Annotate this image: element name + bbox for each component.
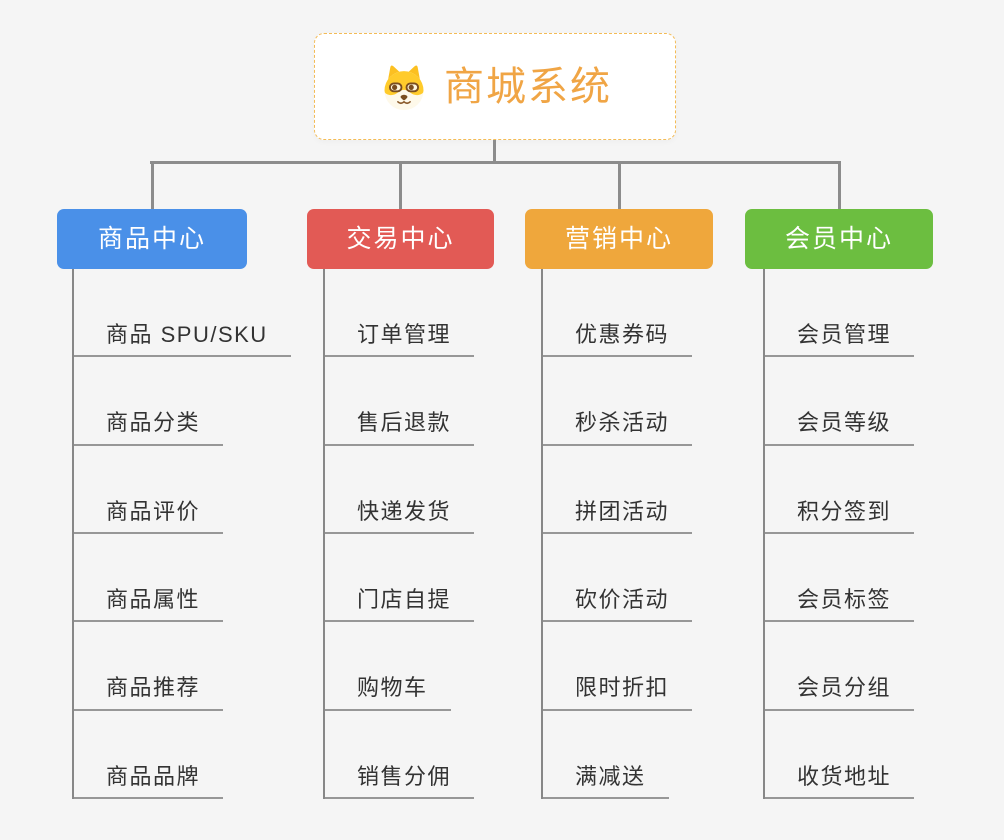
leaf-row: 商品品牌	[74, 711, 312, 799]
branch-label: 交易中心	[346, 224, 455, 253]
leaf-row: 门店自提	[325, 534, 563, 623]
leaf-row: 售后退款	[325, 357, 563, 446]
branch-rail-line	[150, 161, 840, 164]
leaf-node[interactable]: 会员管理	[765, 322, 915, 358]
branch-node[interactable]: 交易中心	[307, 209, 494, 269]
leaf-row: 秒杀活动	[543, 357, 781, 446]
branch-label: 营销中心	[564, 224, 673, 253]
leaf-row: 优惠券码	[543, 269, 781, 358]
leaf-row: 销售分佣	[325, 711, 563, 799]
leaf-row: 满减送	[543, 711, 781, 799]
leaf-row: 砍价活动	[543, 534, 781, 623]
leaf-row: 快递发货	[325, 446, 563, 534]
leaf-node[interactable]: 优惠券码	[543, 322, 693, 358]
leaf-column: 商品 SPU/SKU 商品分类商品评价商品属性商品推荐商品品牌	[72, 269, 312, 799]
branch-node[interactable]: 商品中心	[57, 209, 247, 269]
leaf-row: 会员等级	[765, 357, 1003, 446]
leaf-node[interactable]: 商品评价	[74, 499, 224, 534]
leaf-node[interactable]: 会员标签	[765, 587, 915, 623]
branch-label: 商品中心	[97, 224, 206, 253]
leaf-node[interactable]: 订单管理	[325, 322, 475, 358]
leaf-row: 限时折扣	[543, 622, 781, 711]
leaf-node[interactable]: 购物车	[325, 675, 451, 711]
branch-node[interactable]: 会员中心	[745, 209, 933, 269]
leaf-node[interactable]: 积分签到	[765, 499, 915, 534]
branch-drop-line	[617, 161, 621, 210]
leaf-node[interactable]: 会员分组	[765, 675, 915, 711]
leaf-row: 商品推荐	[74, 622, 312, 711]
shiba-dog-icon	[384, 65, 424, 110]
leaf-column: 会员管理会员等级积分签到会员标签会员分组收货地址	[763, 269, 1003, 799]
leaf-row: 拼团活动	[543, 446, 781, 534]
leaf-node[interactable]: 门店自提	[325, 587, 475, 623]
root-stem-line	[493, 140, 496, 163]
leaf-row: 积分签到	[765, 446, 1003, 534]
root-node[interactable]: 商城系统	[314, 33, 676, 140]
leaf-row: 会员管理	[765, 269, 1003, 358]
leaf-row: 购物车	[325, 622, 563, 711]
leaf-node[interactable]: 砍价活动	[543, 587, 693, 623]
leaf-node[interactable]: 商品属性	[74, 587, 224, 623]
leaf-node[interactable]: 秒杀活动	[543, 410, 693, 446]
branch-drop-line	[399, 161, 402, 210]
leaf-node[interactable]: 商品品牌	[74, 764, 224, 799]
root-title: 商城系统	[444, 64, 612, 109]
leaf-node[interactable]: 满减送	[543, 764, 669, 799]
leaf-row: 收货地址	[765, 711, 1003, 799]
leaf-node[interactable]: 销售分佣	[325, 764, 475, 799]
leaf-row: 商品评价	[74, 446, 312, 534]
leaf-node[interactable]: 快递发货	[325, 499, 475, 534]
leaf-row: 会员分组	[765, 622, 1003, 711]
branch-drop-line	[837, 161, 841, 210]
leaf-row: 商品属性	[74, 534, 312, 623]
leaf-row: 商品分类	[74, 357, 312, 446]
branch-label: 会员中心	[784, 224, 893, 253]
leaf-node[interactable]: 限时折扣	[543, 675, 693, 711]
leaf-row: 会员标签	[765, 534, 1003, 623]
branch-drop-line	[150, 161, 154, 210]
leaf-row: 订单管理	[325, 269, 563, 358]
leaf-node[interactable]: 商品 SPU/SKU	[74, 322, 291, 358]
leaf-row: 商品 SPU/SKU	[74, 269, 312, 358]
branch-node[interactable]: 营销中心	[525, 209, 713, 269]
leaf-column: 订单管理售后退款快递发货门店自提购物车销售分佣	[323, 269, 563, 799]
leaf-column: 优惠券码秒杀活动拼团活动砍价活动限时折扣满减送	[541, 269, 781, 799]
leaf-node[interactable]: 拼团活动	[543, 499, 693, 534]
leaf-node[interactable]: 收货地址	[765, 764, 915, 799]
leaf-node[interactable]: 商品分类	[74, 410, 224, 446]
leaf-node[interactable]: 商品推荐	[74, 675, 224, 711]
leaf-node[interactable]: 会员等级	[765, 410, 915, 446]
leaf-node[interactable]: 售后退款	[325, 410, 475, 446]
